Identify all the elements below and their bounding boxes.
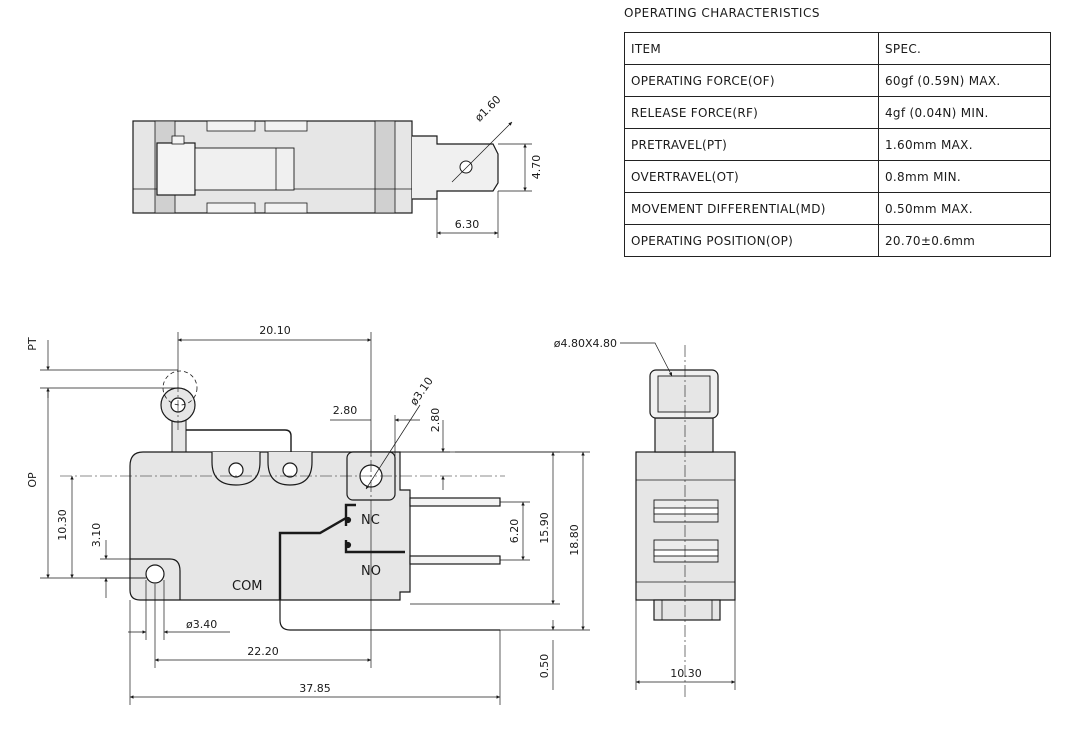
- row-spec: 60gf (0.59N) MAX.: [878, 64, 1051, 97]
- row-item: PRETRAVEL(PT): [624, 128, 879, 161]
- terminal-nc: [409, 497, 501, 507]
- characteristics-title: OPERATING CHARACTERISTICS: [624, 6, 820, 20]
- table-row: PRETRAVEL(PT)1.60mm MAX.: [624, 128, 1051, 161]
- row-spec: 0.50mm MAX.: [878, 192, 1051, 225]
- table-row: MOVEMENT DIFFERENTIAL(MD)0.50mm MAX.: [624, 192, 1051, 225]
- dim-37-85: 37.85: [299, 682, 331, 695]
- dim-hole-340: ø3.40: [186, 618, 217, 631]
- side-terminal: [653, 599, 721, 621]
- side-lever: [654, 417, 714, 453]
- row-item: OPERATING FORCE(OF): [624, 64, 879, 97]
- label-nc: NC: [361, 513, 380, 528]
- characteristics-table-body: ITEM SPEC. OPERATING FORCE(OF)60gf (0.59…: [624, 32, 1051, 257]
- lever-arm: [178, 429, 292, 452]
- dim-2-80-vertical: 2.80: [429, 408, 442, 433]
- top-view: [132, 120, 499, 214]
- table-header-row: ITEM SPEC.: [624, 32, 1051, 65]
- dim-10-30: 10.30: [56, 509, 69, 541]
- table-row: RELEASE FORCE(RF)4gf (0.04N) MIN.: [624, 96, 1051, 129]
- top-view-dimensions: [436, 121, 532, 238]
- side-body: [635, 451, 736, 601]
- dim-6-20: 6.20: [508, 519, 521, 544]
- switch-body: [129, 451, 411, 601]
- dim-hole-310: ø3.10: [407, 375, 436, 408]
- dim-side-10-30: 10.30: [670, 667, 702, 680]
- dim-2-80-horizontal: 2.80: [333, 404, 358, 417]
- dim-height-470: 4.70: [530, 155, 543, 180]
- mount-hole-340: [145, 564, 165, 584]
- dim-18-80: 18.80: [568, 524, 581, 556]
- top-terminal: [412, 135, 499, 200]
- label-no: NO: [361, 564, 381, 579]
- header-item: ITEM: [624, 32, 879, 65]
- table-row: OPERATING POSITION(OP)20.70±0.6mm: [624, 224, 1051, 257]
- dim-22-20: 22.20: [247, 645, 279, 658]
- row-spec: 0.8mm MIN.: [878, 160, 1051, 193]
- dim-width-630: 6.30: [455, 218, 480, 231]
- dim-3-10: 3.10: [90, 523, 103, 548]
- side-view-dimensions: [620, 342, 736, 700]
- front-view: [129, 370, 501, 631]
- dim-0-50: 0.50: [538, 654, 551, 679]
- dim-15-90: 15.90: [538, 512, 551, 544]
- row-item: MOVEMENT DIFFERENTIAL(MD): [624, 192, 879, 225]
- label-com: COM: [232, 579, 263, 594]
- top-roller: [156, 142, 196, 196]
- mount-hole-2: [282, 462, 298, 478]
- row-spec: 20.70±0.6mm: [878, 224, 1051, 257]
- header-spec: SPEC.: [878, 32, 1051, 65]
- dim-pt: PT: [26, 337, 39, 351]
- dim-hole-160: ø1.60: [472, 93, 503, 124]
- dim-op: OP: [26, 472, 39, 488]
- row-item: OPERATING POSITION(OP): [624, 224, 879, 257]
- terminal-no: [409, 555, 501, 565]
- dim-roller: ø4.80X4.80: [554, 337, 617, 350]
- characteristics-table: ITEM SPEC. OPERATING FORCE(OF)60gf (0.59…: [624, 32, 1051, 257]
- terminal-hole: [459, 160, 473, 174]
- side-view: [635, 369, 736, 621]
- dim-20-10: 20.10: [259, 324, 291, 337]
- row-spec: 1.60mm MAX.: [878, 128, 1051, 161]
- table-row: OPERATING FORCE(OF)60gf (0.59N) MAX.: [624, 64, 1051, 97]
- front-view-dimensions: [40, 332, 590, 705]
- mount-hole-1: [228, 462, 244, 478]
- terminal-com: [279, 600, 500, 631]
